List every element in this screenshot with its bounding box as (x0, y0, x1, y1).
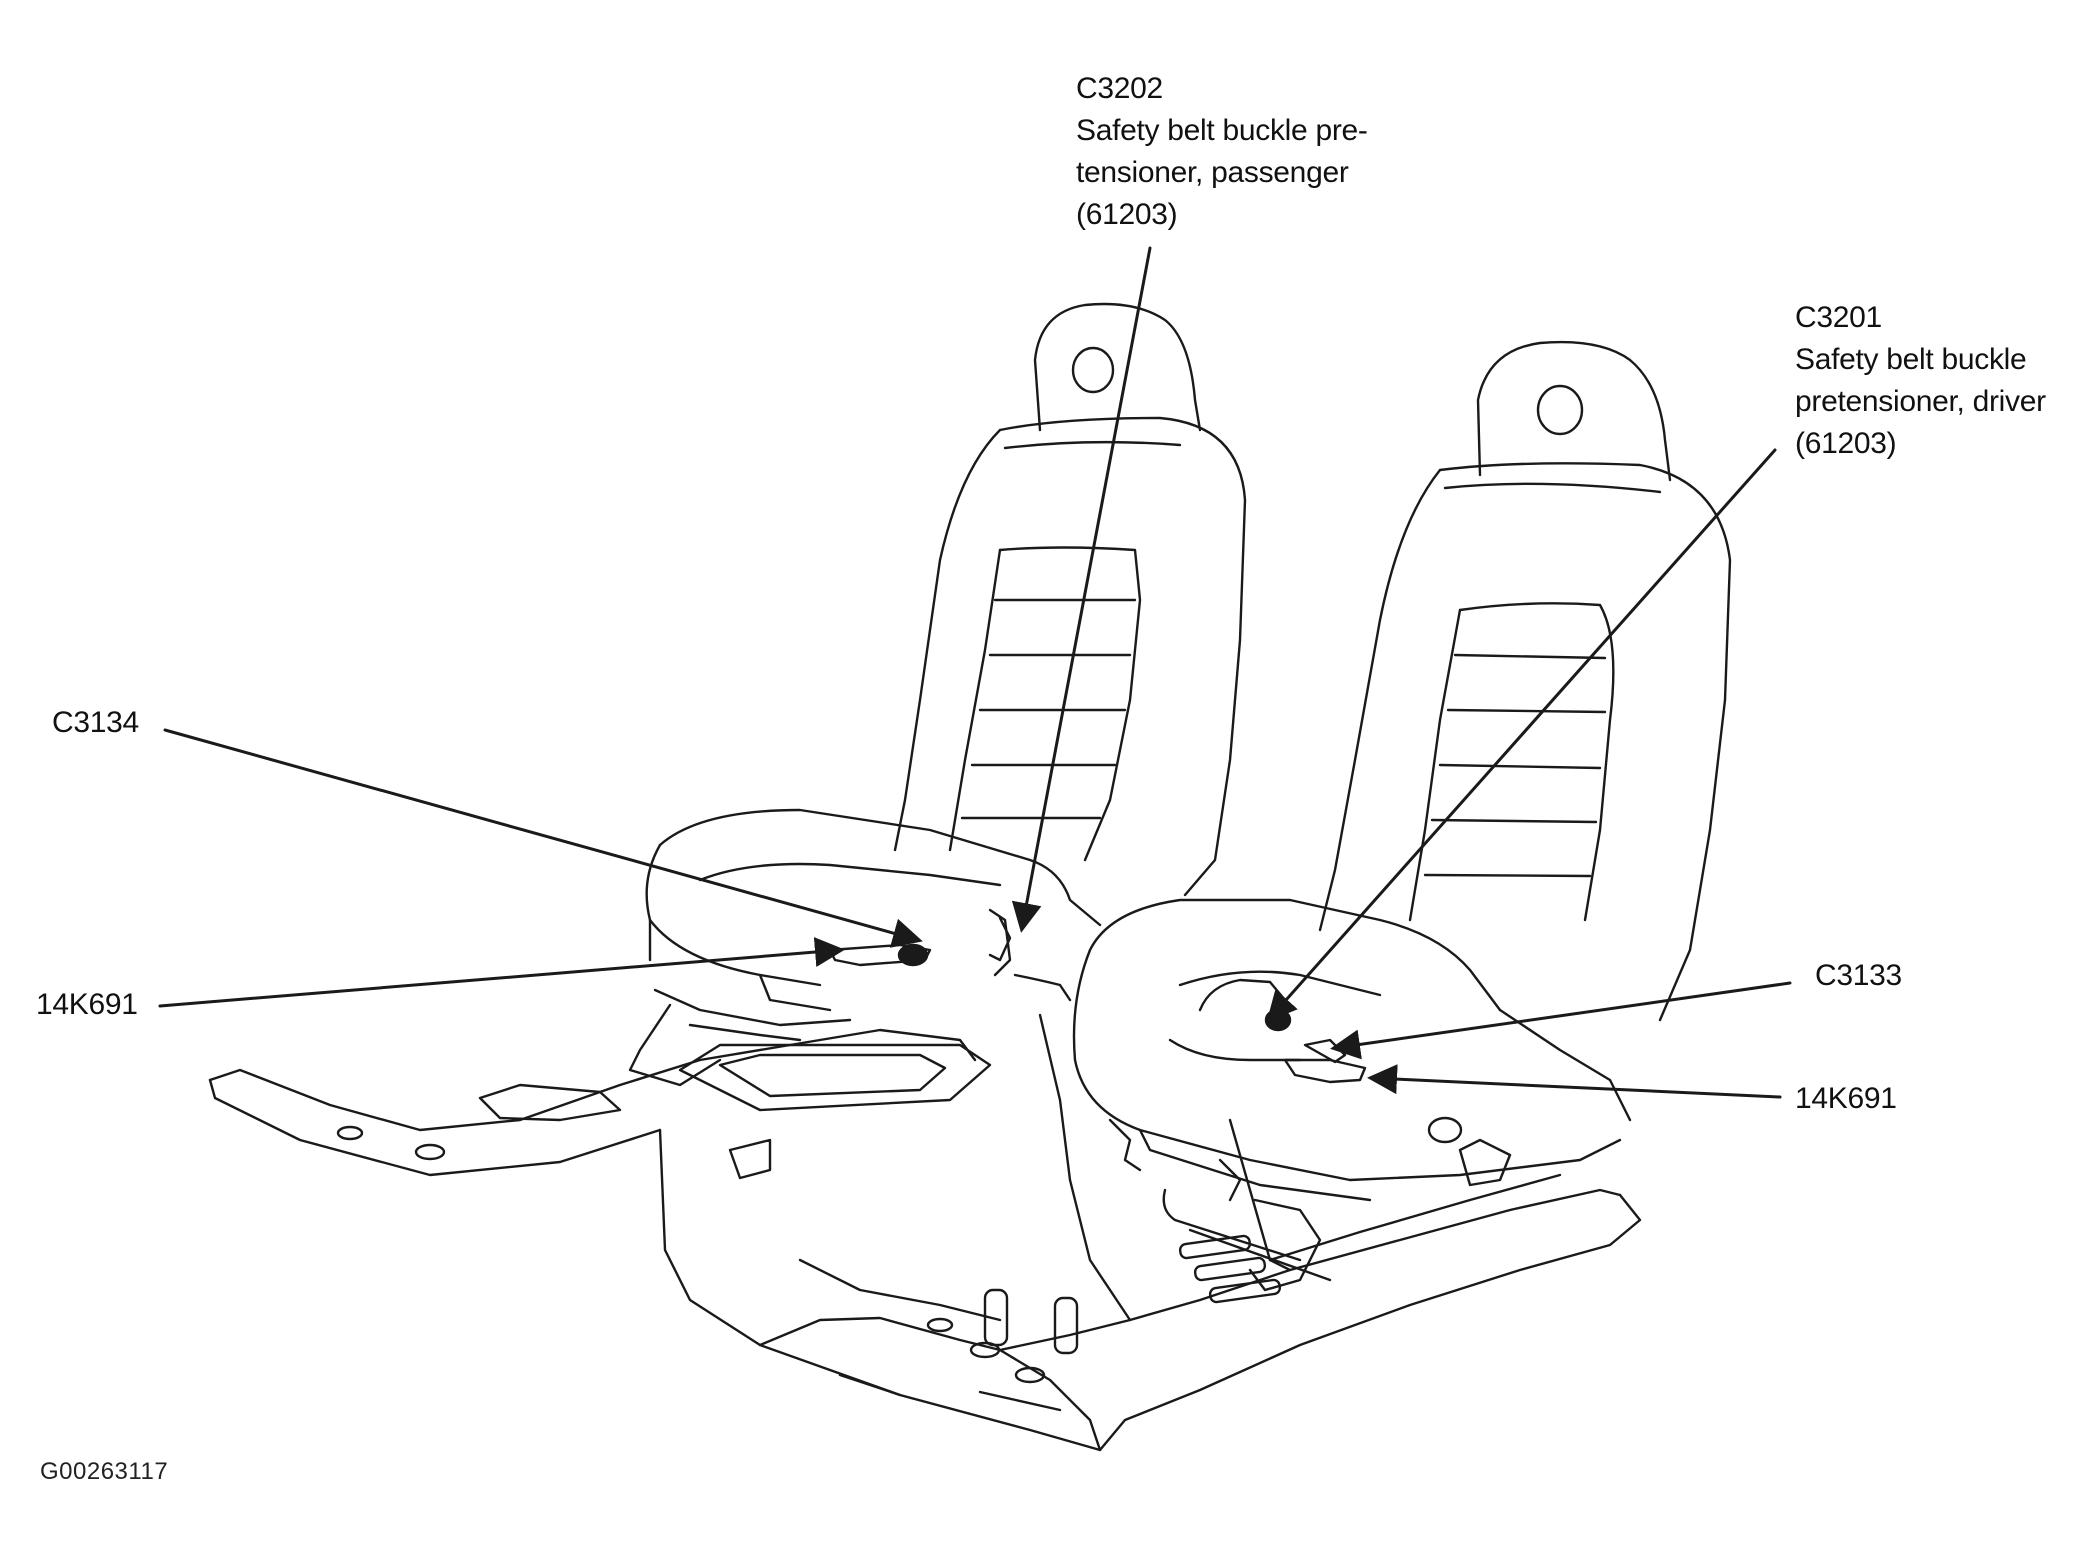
callout-code: C3134 (52, 706, 139, 739)
callout-part-number: (61203) (1795, 427, 1897, 460)
callout-code: 14K691 (1795, 1082, 1897, 1115)
leader-c3201 (1266, 448, 1777, 1022)
leader-14k691-left (158, 937, 845, 1008)
callout-part-number: (61203) (1076, 198, 1178, 231)
callout-14k691-right: 14K691 (1795, 1078, 1897, 1120)
figure-id: G00263117 (40, 1458, 169, 1485)
leader-14k691-right (1367, 1064, 1782, 1099)
leader-c3202 (1011, 246, 1152, 933)
callout-description: tensioner, passenger (1076, 156, 1349, 189)
callout-c3201: C3201 Safety belt buckle pretensioner, d… (1795, 297, 2046, 465)
leader-c3133 (1330, 981, 1792, 1060)
callout-code: C3202 (1076, 72, 1163, 105)
callout-description: Safety belt buckle pre- (1076, 114, 1368, 147)
passenger-seat (628, 302, 1247, 1087)
callout-code: 14K691 (36, 988, 138, 1021)
callout-description: Safety belt buckle (1795, 343, 2027, 376)
callout-c3133: C3133 (1815, 955, 1902, 997)
callout-description: pretensioner, driver (1795, 385, 2046, 418)
callout-c3202: C3202 Safety belt buckle pre- tensioner,… (1076, 68, 1368, 236)
callout-14k691-left: 14K691 (36, 984, 138, 1026)
leader-c3134 (163, 728, 923, 948)
leader-lines (158, 246, 1792, 1099)
callout-code: C3201 (1795, 301, 1882, 334)
callout-c3134: C3134 (52, 702, 139, 744)
callout-code: C3133 (1815, 959, 1902, 992)
floor-pan (208, 1013, 1642, 1452)
driver-seat (1072, 340, 1732, 1304)
